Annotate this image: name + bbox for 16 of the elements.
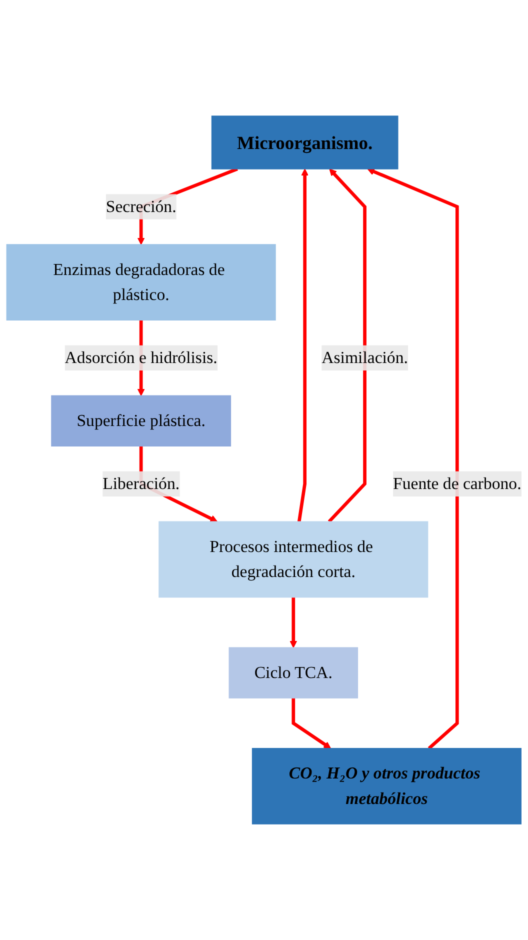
edge-label: Fuente de carbono. <box>393 474 522 494</box>
node-box: Procesos intermedios de degradación corta. <box>158 521 428 598</box>
node-box: Superficie plástica. <box>51 395 232 446</box>
arrow <box>297 168 309 522</box>
edge-label: Adsorción e hidrólisis. <box>64 348 218 368</box>
node-box: Enzimas degradadoras de plástico. <box>6 244 276 321</box>
edge-label: Liberación. <box>102 474 180 494</box>
node-box: CO₂, H₂O y otros productos metabólicos <box>252 748 522 824</box>
edge-label: Secreción. <box>106 197 176 216</box>
arrow <box>328 168 366 523</box>
arrow <box>367 168 459 750</box>
arrow <box>292 698 332 749</box>
arrow <box>290 597 298 648</box>
node-box: Ciclo TCA. <box>228 647 358 698</box>
edge-label: Asimilación. <box>322 348 408 368</box>
node-box: Microorganismo. <box>211 116 398 170</box>
